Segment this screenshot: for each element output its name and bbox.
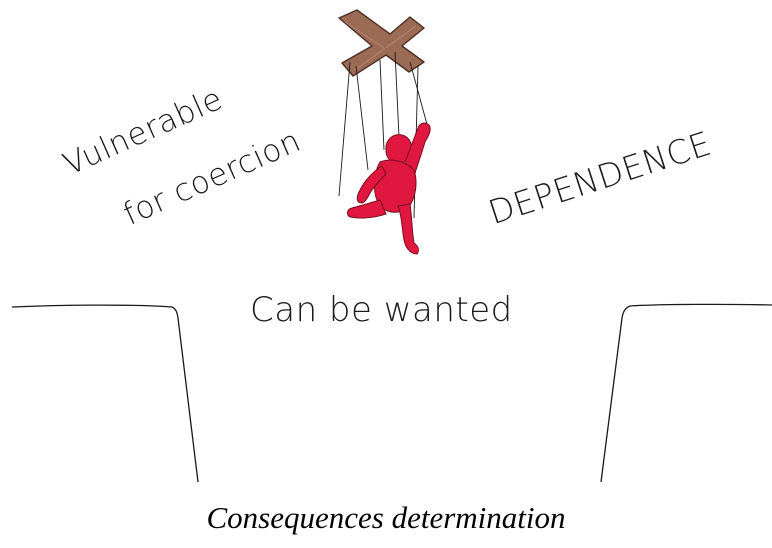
chasm-lines: [11, 303, 772, 483]
left-cliff-line: [11, 304, 199, 483]
figure-caption: Consequences determination: [206, 500, 566, 535]
puppet-controller-icon: [338, 9, 425, 77]
label-can-be-wanted: Can be wanted: [250, 290, 513, 330]
right-cliff-line: [600, 303, 772, 483]
puppet-figure-icon: [347, 122, 431, 255]
